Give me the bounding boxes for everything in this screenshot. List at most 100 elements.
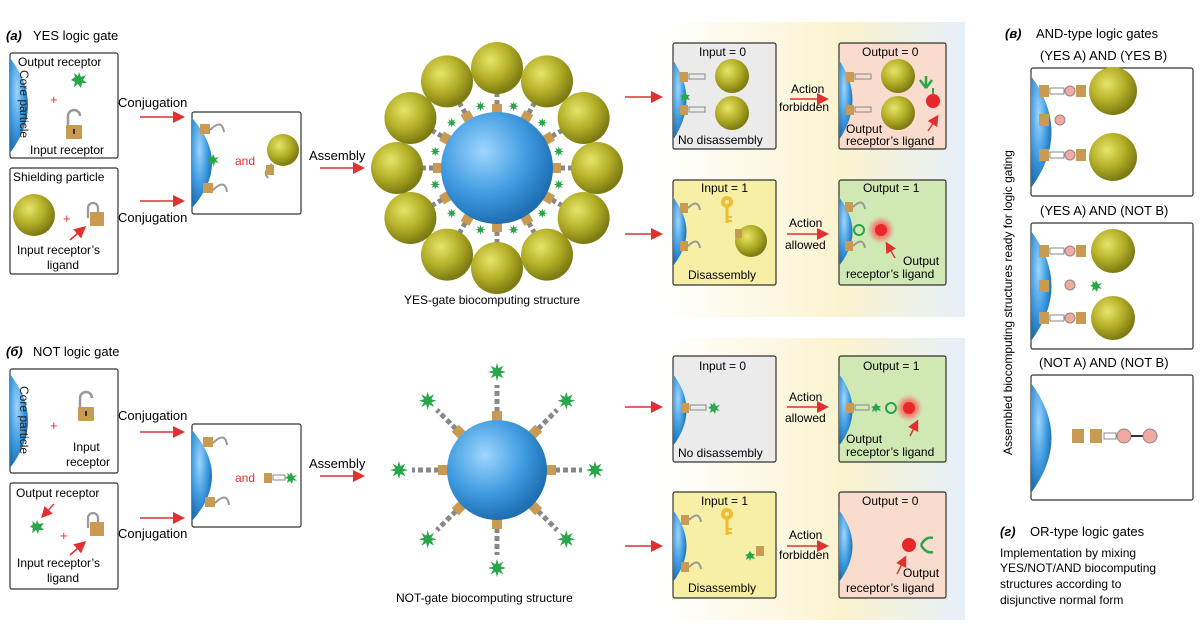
and-gate-2-label: (YES A) AND (NOT B) bbox=[1040, 203, 1168, 218]
or-text-l3: structures according to bbox=[1000, 577, 1122, 591]
star-icon bbox=[390, 461, 408, 479]
core-particle-icon bbox=[441, 112, 553, 224]
and-gate-3-panel bbox=[1030, 374, 1194, 501]
yes-gate-structure bbox=[371, 42, 623, 294]
or-text-l2: YES/NOT/AND biocomputing bbox=[1000, 561, 1156, 575]
lock-icon bbox=[438, 465, 448, 475]
star-icon bbox=[446, 117, 457, 128]
shielding-particle-label: Shielding particle bbox=[13, 170, 105, 184]
input-receptor-label: Input receptor bbox=[30, 143, 104, 157]
yes-out-lig-l2: receptor’s ligand bbox=[846, 134, 934, 148]
star-icon bbox=[553, 179, 564, 190]
and-gate-3-label: (NOT A) AND (NOT B) bbox=[1039, 355, 1169, 370]
ligand-label-line1: Input receptor’s bbox=[17, 243, 100, 257]
ligand-icon bbox=[926, 94, 940, 108]
shield-particle-icon bbox=[571, 142, 623, 194]
and-label-b: and bbox=[235, 471, 255, 485]
shield-particle-icon bbox=[557, 92, 610, 144]
not-output1-panel: Output = 1 Output receptor’s ligand bbox=[838, 355, 947, 463]
shield-particle-icon bbox=[557, 192, 610, 244]
yes-action1-l1: Action bbox=[791, 82, 824, 96]
not-output0-label: Output = 0 bbox=[862, 494, 919, 508]
assembly-label-b: Assembly bbox=[309, 456, 366, 471]
shield-particle-icon bbox=[521, 55, 573, 108]
section-a-tag: (а) bbox=[6, 28, 22, 43]
yes-out1-lig-l2: receptor’s ligand bbox=[846, 267, 934, 281]
star-icon bbox=[446, 208, 457, 219]
star-icon bbox=[557, 530, 576, 549]
star-icon bbox=[508, 101, 519, 112]
section-v-tag: (в) bbox=[1005, 26, 1022, 41]
lock-icon bbox=[492, 104, 502, 114]
star-icon bbox=[475, 224, 486, 235]
yes-disassembly-label: Disassembly bbox=[688, 268, 756, 282]
section-b-tag: (б) bbox=[6, 344, 23, 359]
section-g-tag: (г) bbox=[1000, 524, 1016, 539]
shield-particle-icon bbox=[384, 92, 437, 144]
yes-components-box: Core particle Output receptor + Input re… bbox=[9, 52, 119, 159]
lock-icon bbox=[551, 163, 561, 173]
star-icon bbox=[537, 208, 548, 219]
section-a-title: YES logic gate bbox=[33, 28, 118, 43]
yes-input0-label: Input = 0 bbox=[699, 45, 746, 59]
plus-sign: + bbox=[50, 92, 58, 107]
not-conjugation-1: Conjugation bbox=[118, 408, 187, 423]
star-icon bbox=[418, 391, 437, 410]
vertical-caption: Assembled biocomputing structures ready … bbox=[1001, 150, 1015, 455]
shield-particle-icon bbox=[384, 192, 437, 244]
yes-shielding-box: Shielding particle + Input receptor’s li… bbox=[9, 167, 119, 275]
or-text-l1: Implementation by mixing bbox=[1000, 546, 1136, 560]
not-input-l1: Input bbox=[73, 440, 100, 454]
not-input1-panel: Input = 1 Disassembly bbox=[672, 491, 777, 599]
lock-icon bbox=[66, 108, 82, 139]
not-action1-l2: allowed bbox=[785, 411, 826, 425]
lock-icon bbox=[546, 465, 556, 475]
shield-particle-icon bbox=[521, 228, 573, 281]
key-icon bbox=[721, 196, 733, 223]
core-particle-icon bbox=[10, 58, 28, 153]
not-structure-caption: NOT-gate biocomputing structure bbox=[396, 591, 573, 605]
not-action2-l2: forbidden bbox=[779, 548, 829, 562]
assembly-label-a: Assembly bbox=[309, 148, 366, 163]
shield-particle-icon bbox=[471, 42, 523, 94]
not-output-box: Output receptor + Input receptor’s ligan… bbox=[9, 482, 119, 590]
lock-icon bbox=[492, 222, 502, 232]
not-plus-sign-2: + bbox=[60, 528, 68, 543]
core-particle-icon bbox=[447, 420, 547, 520]
not-output0-panel: Output = 0 Output receptor’s ligand bbox=[838, 491, 947, 599]
not-output-receptor-label: Output receptor bbox=[16, 486, 99, 500]
star-icon bbox=[475, 101, 486, 112]
shield-particle-icon bbox=[371, 142, 423, 194]
star-icon bbox=[71, 72, 87, 88]
yes-output1-label: Output = 1 bbox=[863, 181, 920, 195]
yes-output0-label: Output = 0 bbox=[862, 45, 919, 59]
output-receptor-label: Output receptor bbox=[18, 55, 101, 69]
not-disassembly-label: Disassembly bbox=[688, 581, 756, 595]
not-action2-l1: Action bbox=[789, 528, 822, 542]
yes-conjugated-box: and bbox=[191, 111, 302, 215]
yes-action1-l2: forbidden bbox=[779, 100, 829, 114]
star-icon bbox=[430, 146, 441, 157]
section-v-title: AND-type logic gates bbox=[1036, 26, 1159, 41]
key-icon bbox=[721, 508, 733, 535]
and-gate-2-panel bbox=[1030, 222, 1194, 350]
not-no-disassembly-label: No disassembly bbox=[678, 446, 763, 460]
yes-action2-l1: Action bbox=[789, 216, 822, 230]
star-icon bbox=[553, 146, 564, 157]
and-gate-1-panel bbox=[1030, 67, 1194, 197]
star-icon bbox=[418, 530, 437, 549]
and-label-a: and bbox=[235, 154, 255, 168]
shield-particle-icon bbox=[421, 228, 473, 281]
output-receptor-icon bbox=[919, 76, 940, 108]
yes-output0-panel: Output = 0 Output receptor’s ligand bbox=[838, 42, 947, 150]
conjugation-label-2: Conjugation bbox=[118, 210, 187, 225]
not-plus-sign: + bbox=[50, 418, 58, 433]
not-input-l2: receptor bbox=[66, 455, 110, 469]
shield-particle-icon bbox=[421, 55, 473, 108]
not-out0-lig-l1: Output bbox=[903, 566, 940, 580]
or-text-l4: disjunctive normal form bbox=[1000, 593, 1123, 607]
star-icon bbox=[537, 117, 548, 128]
ligand-label-line2: ligand bbox=[47, 258, 79, 272]
not-out-lig-l2: receptor’s ligand bbox=[846, 445, 934, 459]
not-gate-structure bbox=[390, 363, 604, 577]
